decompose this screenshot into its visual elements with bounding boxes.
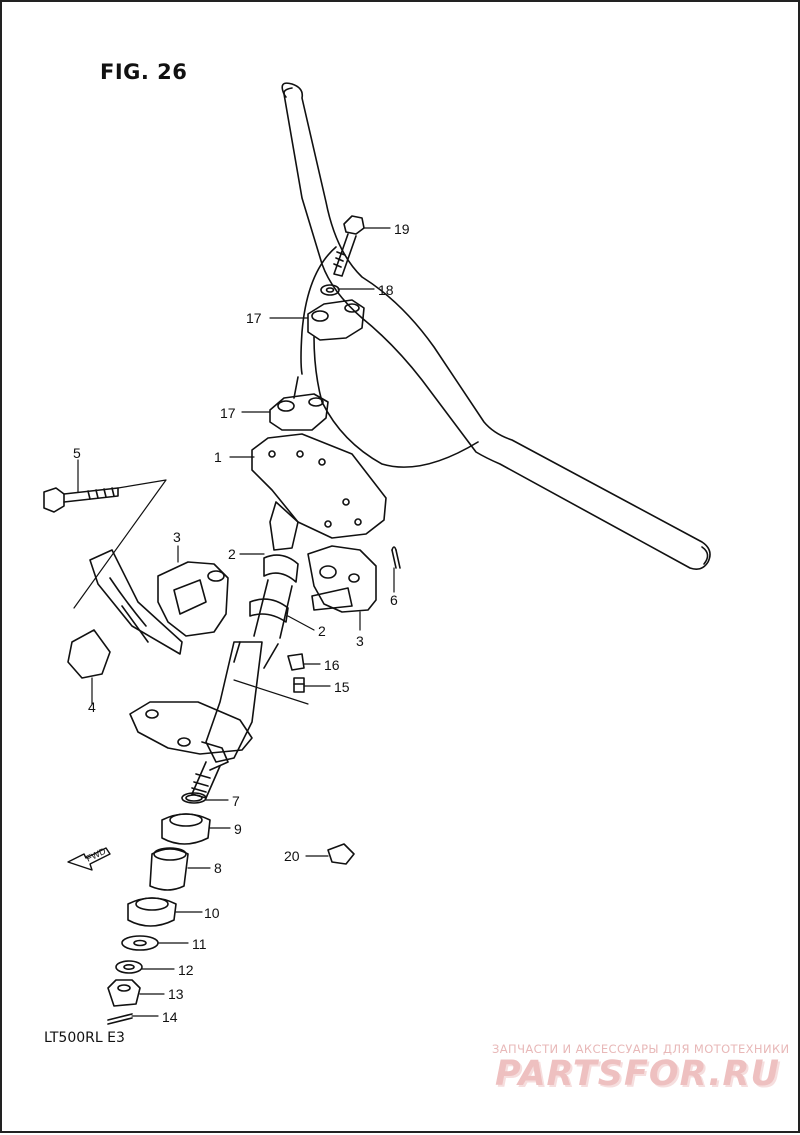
- cotter-pin-6: [391, 546, 401, 569]
- callout-12: 12: [178, 962, 194, 978]
- model-label: LT500RL E3: [44, 1030, 125, 1046]
- callout-13: 13: [168, 986, 184, 1002]
- callout-16: 16: [324, 657, 340, 673]
- lower-holder-17: [269, 376, 329, 431]
- figure-title: FIG. 26: [100, 60, 188, 84]
- steering-shaft-lower: [129, 641, 263, 799]
- washer-18: [320, 284, 340, 296]
- callout-11: 11: [192, 936, 207, 952]
- watermark-logo: PARTSFOR.RU: [495, 1054, 780, 1094]
- guard-4: [67, 549, 183, 679]
- bolt-5: [43, 487, 119, 513]
- callout-20: 20: [284, 848, 300, 864]
- oring-7: [181, 792, 207, 804]
- callout-4: 4: [88, 699, 96, 715]
- callout-8: 8: [214, 860, 222, 876]
- callout-5: 5: [73, 445, 81, 461]
- callout-3-left: 3: [173, 529, 181, 545]
- callout-17-upper: 17: [246, 310, 262, 326]
- watermark-caption: ЗАПЧАСТИ И АКСЕССУАРЫ ДЛЯ МОТОТЕХНИКИ: [492, 1042, 790, 1056]
- callout-19: 19: [394, 221, 410, 237]
- upper-holder-17: [307, 299, 365, 341]
- steering-shaft-upper: [233, 501, 299, 669]
- callout-18: 18: [378, 282, 394, 298]
- callout-3-right: 3: [356, 633, 364, 649]
- nut-13: [107, 979, 141, 1007]
- callout-2-upper: 2: [228, 546, 236, 562]
- bolt-19: [333, 215, 365, 277]
- callout-14: 14: [162, 1009, 178, 1025]
- fitting-16: [287, 653, 305, 671]
- callout-15: 15: [334, 679, 350, 695]
- cap-20: [327, 843, 355, 865]
- callout-1: 1: [214, 449, 222, 465]
- seal-9: [161, 813, 211, 845]
- bearing-10: [127, 897, 177, 927]
- callout-6: 6: [390, 592, 398, 608]
- bracket-3-left: [157, 561, 229, 637]
- callout-10: 10: [204, 905, 220, 921]
- fitting-15: [293, 677, 305, 693]
- bushing-8: [149, 847, 189, 891]
- washer-12: [115, 960, 143, 974]
- callout-9: 9: [234, 821, 242, 837]
- bracket-3-right: [307, 545, 377, 613]
- handlebar: [281, 82, 711, 570]
- bracket-plate-1: [251, 433, 387, 539]
- cotter-pin-14: [107, 1013, 133, 1025]
- fwd-arrow: FWD: [67, 846, 111, 871]
- callout-7: 7: [232, 793, 240, 809]
- callout-2-lower: 2: [318, 623, 326, 639]
- washer-11: [121, 935, 159, 951]
- leader-lines: [73, 227, 395, 1017]
- callout-17-lower: 17: [220, 405, 236, 421]
